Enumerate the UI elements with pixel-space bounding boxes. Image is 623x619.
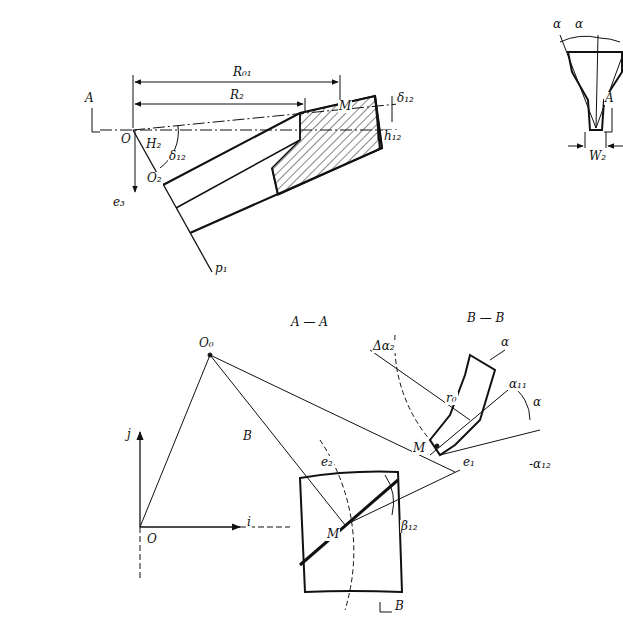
drawing-label: B — B	[466, 312, 505, 325]
drawing-label: -α₁₂	[528, 458, 552, 471]
drawing-label: O	[120, 133, 132, 146]
drawing-label: H₂	[145, 138, 162, 151]
drawing-label: O₀	[198, 337, 215, 350]
drawing-label: A	[604, 92, 615, 105]
drawing-label: α	[574, 18, 584, 31]
drawing-label: α₁₁	[508, 378, 528, 391]
drawing-label: α	[532, 396, 542, 409]
drawing-label: M	[326, 528, 340, 541]
drawing-label: W₂	[588, 150, 607, 163]
drawing-label: M	[412, 442, 426, 455]
drawing-label: B	[394, 600, 405, 613]
drawing-label: e₂	[320, 456, 334, 469]
drawing-label: h₁₂	[383, 130, 402, 143]
drawing-label: M	[338, 100, 352, 113]
drawing-label: O₂	[146, 172, 163, 185]
drawing-label: p₁	[214, 262, 229, 275]
drawing-label: O	[146, 533, 158, 546]
drawing-label: R₂	[229, 89, 245, 102]
drawing-label: e₃	[112, 196, 126, 209]
drawing-label: α	[552, 18, 562, 31]
drawing-label: B	[242, 430, 253, 443]
drawing-label: R₀₁	[232, 66, 253, 79]
drawing-label: j	[126, 428, 132, 441]
drawing-label: δ₁₂	[396, 92, 415, 105]
drawing-label: Δα₂	[372, 340, 396, 353]
drawing-label: r₀	[445, 392, 458, 405]
drawing-label: δ₁₂	[168, 150, 187, 163]
drawing-label: e₁	[462, 456, 476, 469]
drawing-label: A — A	[290, 316, 329, 329]
drawing-label: A	[84, 92, 95, 105]
drawing-label: i	[246, 516, 252, 529]
drawing-label: α	[500, 336, 510, 349]
drawing-label: β₁₂	[400, 520, 419, 533]
